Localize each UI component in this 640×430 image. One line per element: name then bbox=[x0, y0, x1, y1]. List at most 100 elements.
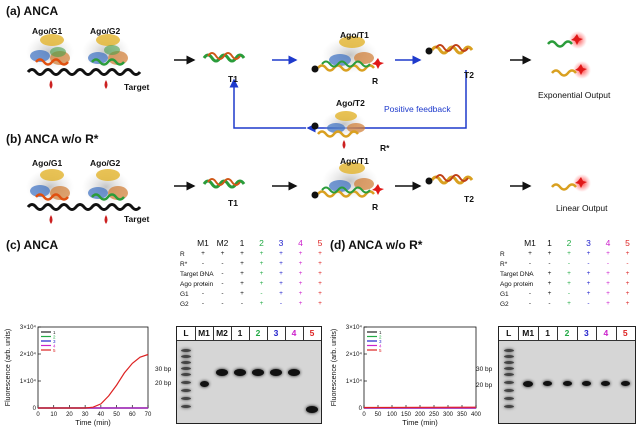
gel-band bbox=[503, 397, 514, 400]
x-tick-label: 40 bbox=[98, 412, 105, 418]
gel-lane-label: 4 bbox=[603, 328, 609, 338]
table-column-header: 2 bbox=[259, 238, 264, 248]
table-row-label: R bbox=[180, 251, 185, 258]
ago-t1-complex-a bbox=[311, 36, 384, 73]
target-strand-b bbox=[26, 203, 142, 211]
table-cell: + bbox=[547, 280, 552, 287]
gel-band bbox=[181, 397, 191, 400]
x-tick-label: 250 bbox=[429, 412, 440, 418]
table-cell: + bbox=[240, 270, 244, 277]
table-cell: + bbox=[318, 300, 322, 307]
y-tick-label: 1×10⁴ bbox=[20, 378, 37, 385]
gel-band bbox=[543, 381, 553, 386]
table-row-label: G1 bbox=[500, 291, 509, 298]
x-tick-label: 150 bbox=[401, 412, 412, 418]
x-tick-label: 350 bbox=[457, 412, 468, 418]
table-cell: + bbox=[625, 290, 630, 297]
table-cell: - bbox=[201, 270, 205, 277]
table-row-label: Target DNA bbox=[500, 271, 534, 278]
table-cell: - bbox=[221, 300, 224, 307]
x-tick-label: 100 bbox=[387, 412, 398, 418]
table-row-label: R* bbox=[500, 261, 508, 268]
label-r-star: R* bbox=[380, 143, 390, 153]
table-cell: + bbox=[259, 270, 264, 277]
gel-lane-label: 2 bbox=[564, 328, 570, 338]
label-ago-g1-a: Ago/G1 bbox=[32, 26, 63, 36]
y-axis-label: Fluorescence (arb. units) bbox=[331, 329, 338, 406]
panel-a-title: (a) ANCA bbox=[6, 4, 59, 18]
table-cell: + bbox=[298, 280, 303, 287]
y-tick-label: 1×10⁴ bbox=[346, 378, 363, 385]
table-cell: - bbox=[201, 260, 205, 267]
gel-band bbox=[216, 369, 228, 376]
legend-label: 1 bbox=[53, 330, 56, 335]
gel-lane-label: 2 bbox=[255, 328, 261, 338]
y-tick-label: 3×10⁴ bbox=[346, 324, 363, 331]
label-t1-a: T1 bbox=[228, 74, 238, 84]
table-row-label: G2 bbox=[500, 301, 509, 308]
table-cell: - bbox=[221, 260, 224, 267]
table-column-header: 3 bbox=[278, 238, 284, 248]
table-column-header: M2 bbox=[216, 238, 229, 248]
panel-d-title: (d) ANCA w/o R* bbox=[330, 238, 423, 252]
table-cell: - bbox=[528, 270, 532, 277]
gel-marker-30bp: 30 bp bbox=[476, 366, 493, 373]
table-cell: + bbox=[201, 250, 205, 257]
table-cell: - bbox=[606, 260, 610, 267]
table-cell: + bbox=[240, 250, 244, 257]
x-axis-label: Time (min) bbox=[75, 418, 111, 427]
x-tick-label: 300 bbox=[443, 412, 454, 418]
table-column-header: 4 bbox=[298, 238, 303, 248]
label-exponential-output: Exponential Output bbox=[538, 90, 611, 100]
gel-band bbox=[181, 381, 191, 384]
gel-band bbox=[620, 381, 630, 386]
table-cell: + bbox=[259, 260, 264, 267]
table-cell: + bbox=[567, 300, 571, 307]
label-r-b: R bbox=[372, 202, 379, 212]
gel-lane-label: 3 bbox=[584, 328, 589, 338]
table-cell: - bbox=[567, 290, 571, 297]
gel-band bbox=[181, 349, 191, 352]
gel-marker-20bp: 20 bp bbox=[155, 380, 172, 387]
x-tick-label: 50 bbox=[113, 412, 120, 418]
label-target-b: Target bbox=[124, 214, 150, 224]
table-cell: + bbox=[240, 260, 244, 267]
y-axis-label: Fluorescence (arb. units) bbox=[5, 329, 12, 406]
gel-band bbox=[181, 389, 191, 392]
table-column-header: 3 bbox=[586, 238, 591, 248]
gel-header-rule bbox=[499, 340, 635, 341]
table-cell: + bbox=[567, 280, 571, 287]
table-cell: + bbox=[220, 250, 225, 257]
table-cell: + bbox=[318, 270, 322, 277]
legend-label: 5 bbox=[379, 348, 382, 353]
legend-label: 5 bbox=[53, 348, 56, 353]
table-cell: + bbox=[279, 260, 283, 267]
table-cell: + bbox=[259, 300, 264, 307]
series-line-5 bbox=[38, 353, 149, 409]
table-row-label: Ago protein bbox=[180, 281, 214, 288]
y-tick-label: 2×10⁴ bbox=[346, 351, 363, 358]
x-tick-label: 30 bbox=[82, 412, 89, 418]
ago-t1-complex-b bbox=[311, 162, 384, 199]
legend-label: 3 bbox=[379, 339, 382, 344]
table-row-label: Target DNA bbox=[180, 271, 214, 278]
label-ago-t1-a: Ago/T1 bbox=[340, 30, 369, 40]
table-cell: - bbox=[528, 290, 532, 297]
table-cell: - bbox=[240, 300, 244, 307]
table-cell: + bbox=[625, 300, 630, 307]
gel-band bbox=[181, 405, 191, 408]
gel-band bbox=[581, 381, 591, 386]
gel-band bbox=[181, 361, 191, 364]
table-cell: + bbox=[547, 290, 552, 297]
label-positive-feedback: Positive feedback bbox=[384, 104, 451, 114]
cut-marker-a1 bbox=[49, 80, 53, 89]
table-cell: - bbox=[626, 260, 629, 267]
gel-lane-label: M1 bbox=[522, 328, 535, 338]
cut-marker-a2 bbox=[104, 80, 108, 89]
gel-lane-divider bbox=[195, 327, 196, 340]
table-column-header: 2 bbox=[566, 238, 572, 248]
x-tick-label: 50 bbox=[375, 412, 382, 418]
label-target-a: Target bbox=[124, 82, 150, 92]
gel-lane-divider bbox=[557, 327, 559, 340]
